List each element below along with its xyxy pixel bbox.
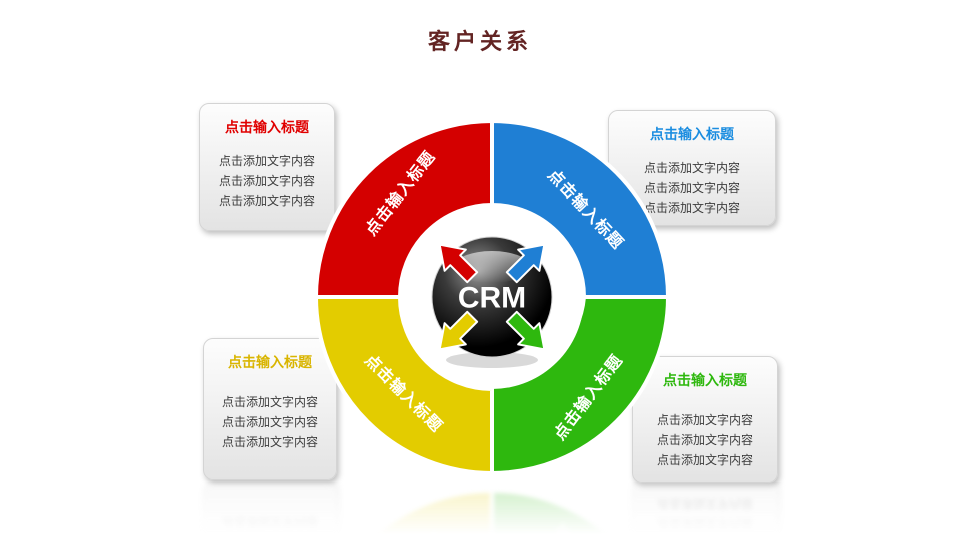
svg-text:点击输入标题: 点击输入标题	[550, 520, 627, 540]
textbox-bottom-left[interactable]: 点击输入标题 点击添加文字内容 点击添加文字内容 点击添加文字内容	[203, 338, 337, 480]
slide-title[interactable]: 客户关系	[427, 29, 532, 54]
reflection: 客户关系 点击输入标题 点击添加文字内容 点击添加文字内容 点击添加文字内容 点…	[0, 482, 960, 540]
svg-text:点击输入标题: 点击输入标题	[361, 528, 447, 540]
crm-center-label[interactable]: CRM	[458, 282, 526, 315]
arrow-top-left-icon	[438, 243, 479, 284]
textbox-line[interactable]: 点击添加文字内容	[221, 395, 318, 409]
textbox-bottom-right[interactable]: 点击输入标题 点击添加文字内容 点击添加文字内容 点击添加文字内容	[632, 356, 778, 483]
textbox-line[interactable]: 点击添加文字内容	[643, 161, 740, 175]
textbox-line[interactable]: 点击添加文字内容	[218, 194, 315, 208]
textbox-title[interactable]: 点击输入标题	[663, 372, 747, 388]
textbox-line[interactable]: 点击添加文字内容	[218, 174, 315, 188]
textbox-line[interactable]: 点击添加文字内容	[656, 413, 753, 427]
textbox-line[interactable]: 点击添加文字内容	[643, 201, 740, 215]
textbox-title[interactable]: 点击输入标题	[225, 119, 309, 135]
slide-canvas: 客户关系 点击输入标题 点击添加文字内容 点击添加文字内容 点击添加文字内容 点…	[199, 29, 778, 483]
textbox-line[interactable]: 点击添加文字内容	[656, 453, 753, 467]
textbox-top-left[interactable]: 点击输入标题 点击添加文字内容 点击添加文字内容 点击添加文字内容	[199, 103, 335, 231]
arrow-bottom-left-icon	[438, 310, 479, 351]
crm-donut-diagram: 点击输入标题 点击输入标题 点击输入标题 点击输入标题 CRM	[314, 119, 670, 475]
textbox-line[interactable]: 点击添加文字内容	[643, 181, 740, 195]
textbox-line[interactable]: 点击添加文字内容	[221, 435, 318, 449]
textbox-line[interactable]: 点击添加文字内容	[656, 433, 753, 447]
arrow-top-right-icon	[505, 243, 546, 284]
textbox-line[interactable]: 点击添加文字内容	[218, 154, 315, 168]
textbox-title[interactable]: 点击输入标题	[650, 126, 734, 142]
sphere-shadow	[446, 352, 538, 368]
textbox-line[interactable]: 点击添加文字内容	[221, 415, 318, 429]
arrow-bottom-right-icon	[505, 310, 546, 351]
slide-canvas: 客户关系 点击输入标题 点击添加文字内容 点击添加文字内容 点击添加文字内容 点…	[0, 482, 960, 540]
textbox-title[interactable]: 点击输入标题	[228, 354, 312, 370]
